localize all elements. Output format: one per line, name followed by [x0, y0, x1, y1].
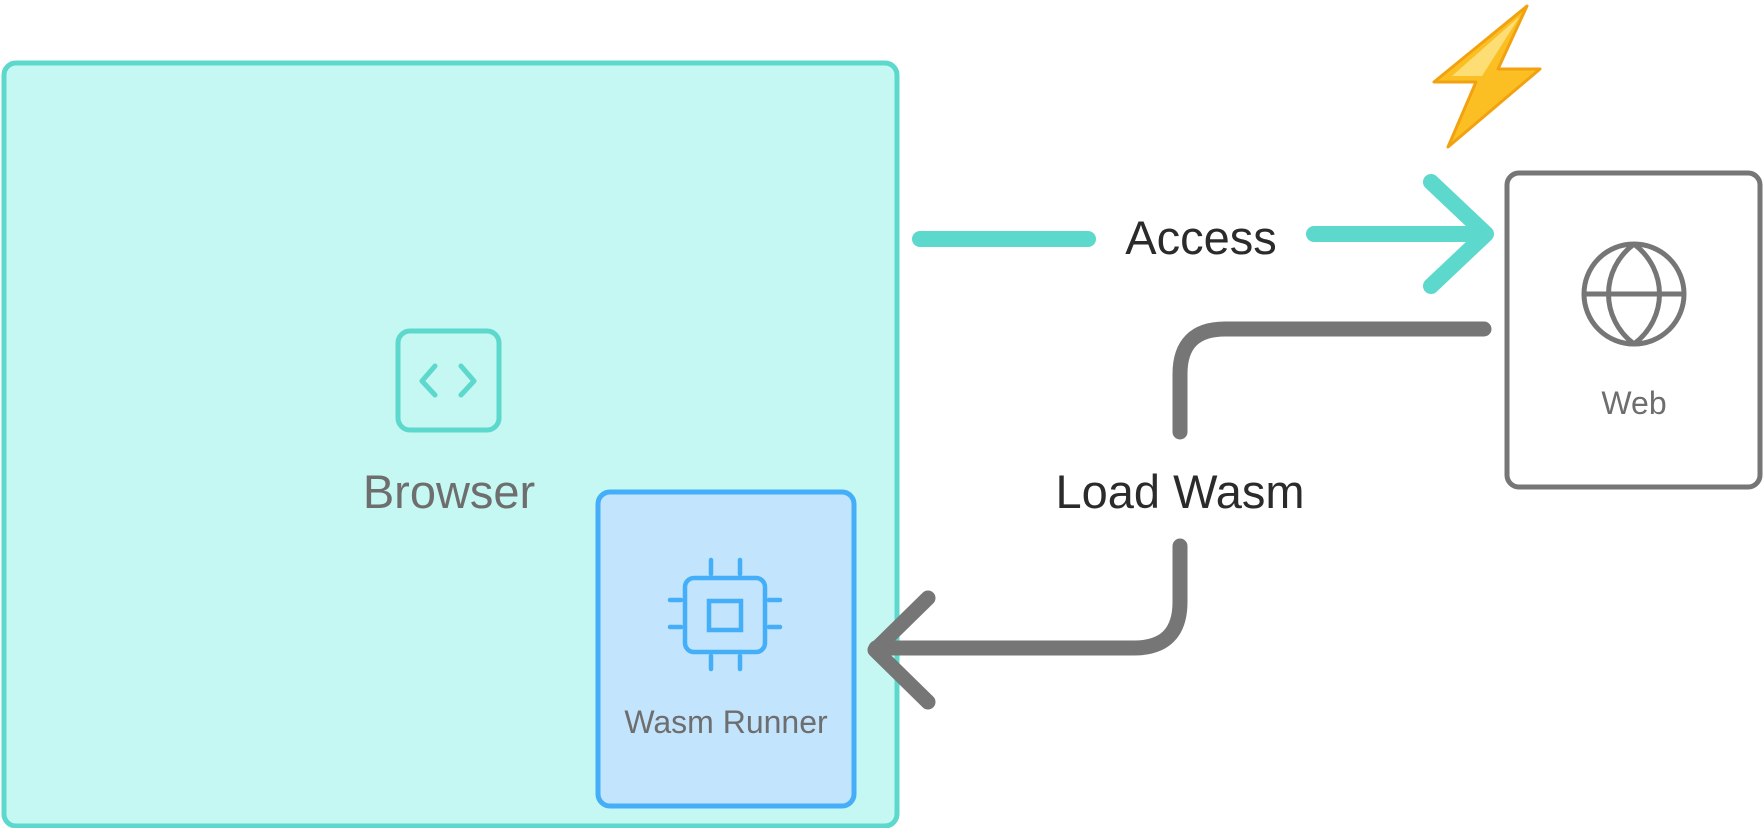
load-wasm-line-top	[1172, 321, 1492, 440]
wasm-runner-label: Wasm Runner	[624, 704, 828, 740]
access-arrowhead	[1423, 174, 1494, 294]
access-edge: Access	[912, 174, 1494, 294]
globe-icon	[1581, 241, 1687, 347]
web-node: Web	[1504, 170, 1763, 490]
access-label: Access	[1125, 211, 1277, 264]
load-wasm-label: Load Wasm	[1055, 465, 1304, 518]
cpu-chip-icon	[667, 557, 783, 672]
browser-label: Browser	[363, 465, 535, 518]
wasm-runner-box	[595, 489, 857, 809]
lightning-bolt-icon	[1432, 4, 1542, 149]
web-box	[1504, 170, 1763, 490]
load-wasm-edge: Load Wasm	[867, 321, 1492, 710]
web-label: Web	[1601, 385, 1666, 421]
load-wasm-arrowhead	[867, 590, 936, 710]
wasm-runner-node: Wasm Runner	[595, 489, 857, 809]
load-wasm-line-bottom	[868, 538, 1188, 656]
code-brackets-icon	[395, 328, 502, 433]
